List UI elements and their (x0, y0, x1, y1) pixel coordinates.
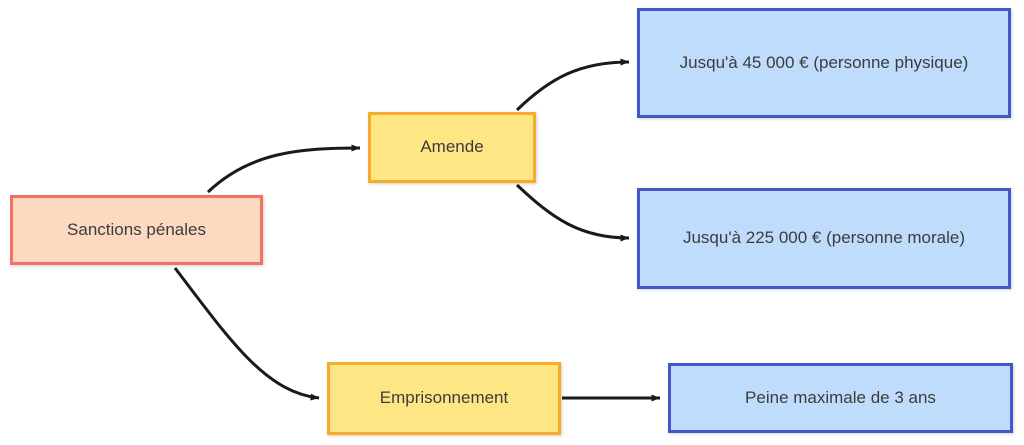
node-label: Peine maximale de 3 ans (745, 387, 936, 407)
edge-amende-to-morale (515, 183, 630, 242)
edge-root-to-amende (206, 144, 361, 194)
node-peine-maximale[interactable]: Peine maximale de 3 ans (668, 363, 1013, 433)
node-label: Jusqu'à 45 000 € (personne physique) (679, 52, 969, 72)
node-amende-personne-physique[interactable]: Jusqu'à 45 000 € (personne physique) (637, 8, 1011, 118)
node-label: Amende (420, 137, 484, 157)
node-label: Jusqu'à 225 000 € (personne morale) (682, 228, 966, 248)
edge-amende-to-physique (515, 58, 630, 112)
node-label: Sanctions pénales (67, 219, 206, 239)
node-emprisonnement[interactable]: Emprisonnement (327, 362, 561, 435)
node-sanctions-penales[interactable]: Sanctions pénales (10, 195, 263, 265)
edge-root-to-emprisonnement (173, 267, 320, 401)
node-amende[interactable]: Amende (368, 112, 536, 183)
node-label: Emprisonnement (379, 388, 509, 408)
node-amende-personne-morale[interactable]: Jusqu'à 225 000 € (personne morale) (637, 188, 1011, 289)
